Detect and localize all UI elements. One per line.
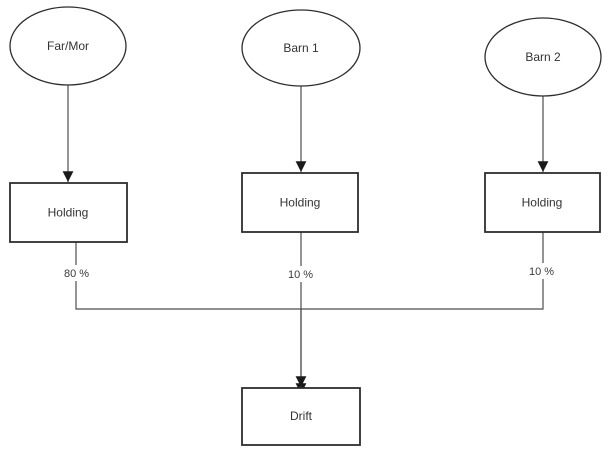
farmor-ellipse xyxy=(9,6,127,86)
barn1-ellipse xyxy=(241,9,361,87)
node-barn2: Barn 2 xyxy=(484,17,602,97)
edge-label-holding3-pct: 10 % xyxy=(524,263,559,279)
node-holding3: Holding xyxy=(484,172,601,233)
holding1-label: Holding xyxy=(48,206,89,220)
barn2-label: Barn 2 xyxy=(525,50,561,64)
edge-holding3-to-drift xyxy=(301,232,544,310)
node-holding1: Holding xyxy=(9,182,128,243)
holding1-pct-bg xyxy=(59,265,94,281)
holding3-rect xyxy=(484,172,601,233)
edge-label-holding1-pct: 80 % xyxy=(59,265,94,281)
holding1-rect xyxy=(9,182,128,243)
holding3-label: Holding xyxy=(522,196,563,210)
holding3-pct-text: 10 % xyxy=(529,266,554,278)
node-holding2: Holding xyxy=(241,172,359,233)
holding2-rect xyxy=(241,172,359,233)
holding2-pct-text: 10 % xyxy=(288,269,313,281)
edge-holding1-to-drift xyxy=(75,242,307,394)
drift-label: Drift xyxy=(290,409,313,423)
holding2-pct-bg xyxy=(283,266,318,282)
node-farmor: Far/Mor xyxy=(9,6,127,86)
barn2-ellipse xyxy=(484,17,602,97)
farmor-label: Far/Mor xyxy=(47,39,89,53)
holding2-label: Holding xyxy=(280,196,321,210)
holding1-pct-text: 80 % xyxy=(64,268,89,280)
node-barn1: Barn 1 xyxy=(241,9,361,87)
edge-label-holding2-pct: 10 % xyxy=(283,266,318,282)
barn1-label: Barn 1 xyxy=(283,41,319,55)
holding3-pct-bg xyxy=(524,263,559,279)
drift-rect xyxy=(241,387,361,446)
node-drift: Drift xyxy=(241,387,361,446)
